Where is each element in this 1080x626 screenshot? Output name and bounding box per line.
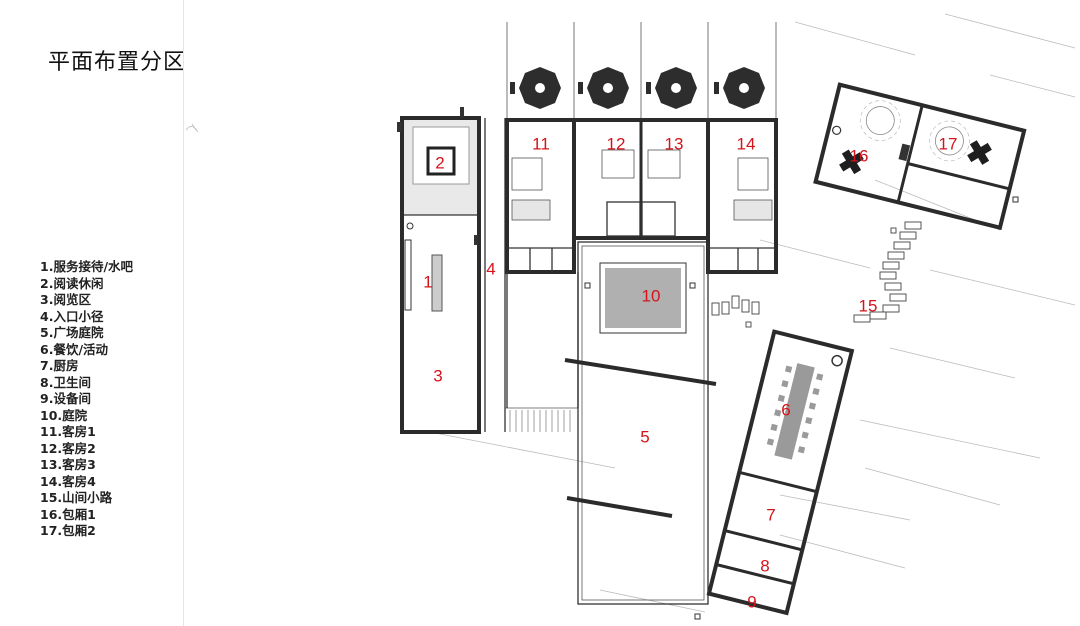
legend-item: 8.卫生间	[40, 374, 91, 390]
zone-label: 7	[766, 505, 775, 524]
dining-building	[706, 329, 855, 616]
legend-item: 13.客房3	[40, 457, 96, 472]
guest-rooms	[505, 118, 778, 274]
tree-icon	[714, 67, 765, 109]
tree-icon	[646, 67, 697, 109]
legend-item: 16.包厢1	[40, 506, 96, 522]
zone-label: 8	[760, 556, 769, 575]
courtyard-plaza	[506, 241, 717, 620]
zone-label: 10	[642, 286, 661, 305]
zone-label: 3	[433, 366, 442, 385]
zone-label: 17	[939, 134, 958, 153]
legend-item: 1.服务接待/水吧	[40, 259, 134, 274]
mountain-path	[711, 221, 922, 328]
zone-label: 11	[532, 134, 550, 153]
zone-label: 6	[781, 400, 790, 419]
tree-icon	[578, 67, 629, 109]
zone-legend: 1.服务接待/水吧 2.阅读休闲 3.阅览区 4.入口小径 5.广场庭院 6.餐…	[40, 259, 133, 540]
legend-item: 14.客房4	[40, 473, 96, 489]
legend-item: 15.山间小路	[40, 490, 113, 505]
legend-item: 9.设备间	[40, 391, 91, 406]
zone-label: 14	[737, 134, 756, 153]
legend-item: 4.入口小径	[40, 308, 104, 324]
panel-divider	[183, 0, 184, 626]
private-rooms-building	[813, 82, 1027, 231]
legend-item: 10.庭院	[40, 407, 88, 423]
zone-label: 16	[850, 146, 869, 165]
legend-item: 12.客房2	[40, 440, 96, 456]
zone-label: 5	[640, 427, 649, 446]
zone-label: 12	[607, 134, 626, 153]
legend-item: 7.厨房	[40, 358, 79, 373]
terrain-lines	[185, 13, 1076, 613]
zone-label: 4	[486, 259, 495, 278]
zone-label: 13	[665, 134, 684, 153]
page-title: 平面布置分区	[48, 50, 187, 75]
legend-item: 3.阅览区	[40, 292, 91, 307]
zone-label: 2	[435, 153, 444, 172]
entrance-path	[484, 118, 578, 432]
legend-item: 5.广场庭院	[40, 325, 104, 340]
legend-item: 2.阅读休闲	[40, 275, 104, 291]
tree-icon	[510, 67, 561, 109]
zone-label: 9	[747, 592, 756, 611]
zone-label: 15	[859, 296, 878, 315]
legend-item: 17.包厢2	[40, 523, 96, 538]
zone-labels: 1 2 3 4 5 6 7 8 9 10 11 12 13 14 15 16 1…	[423, 134, 957, 611]
reception-reading-building	[397, 107, 481, 434]
legend-item: 11.客房1	[40, 424, 96, 439]
zone-label: 1	[423, 272, 432, 291]
planting-strip	[506, 22, 777, 118]
legend-item: 6.餐饮/活动	[40, 341, 109, 357]
